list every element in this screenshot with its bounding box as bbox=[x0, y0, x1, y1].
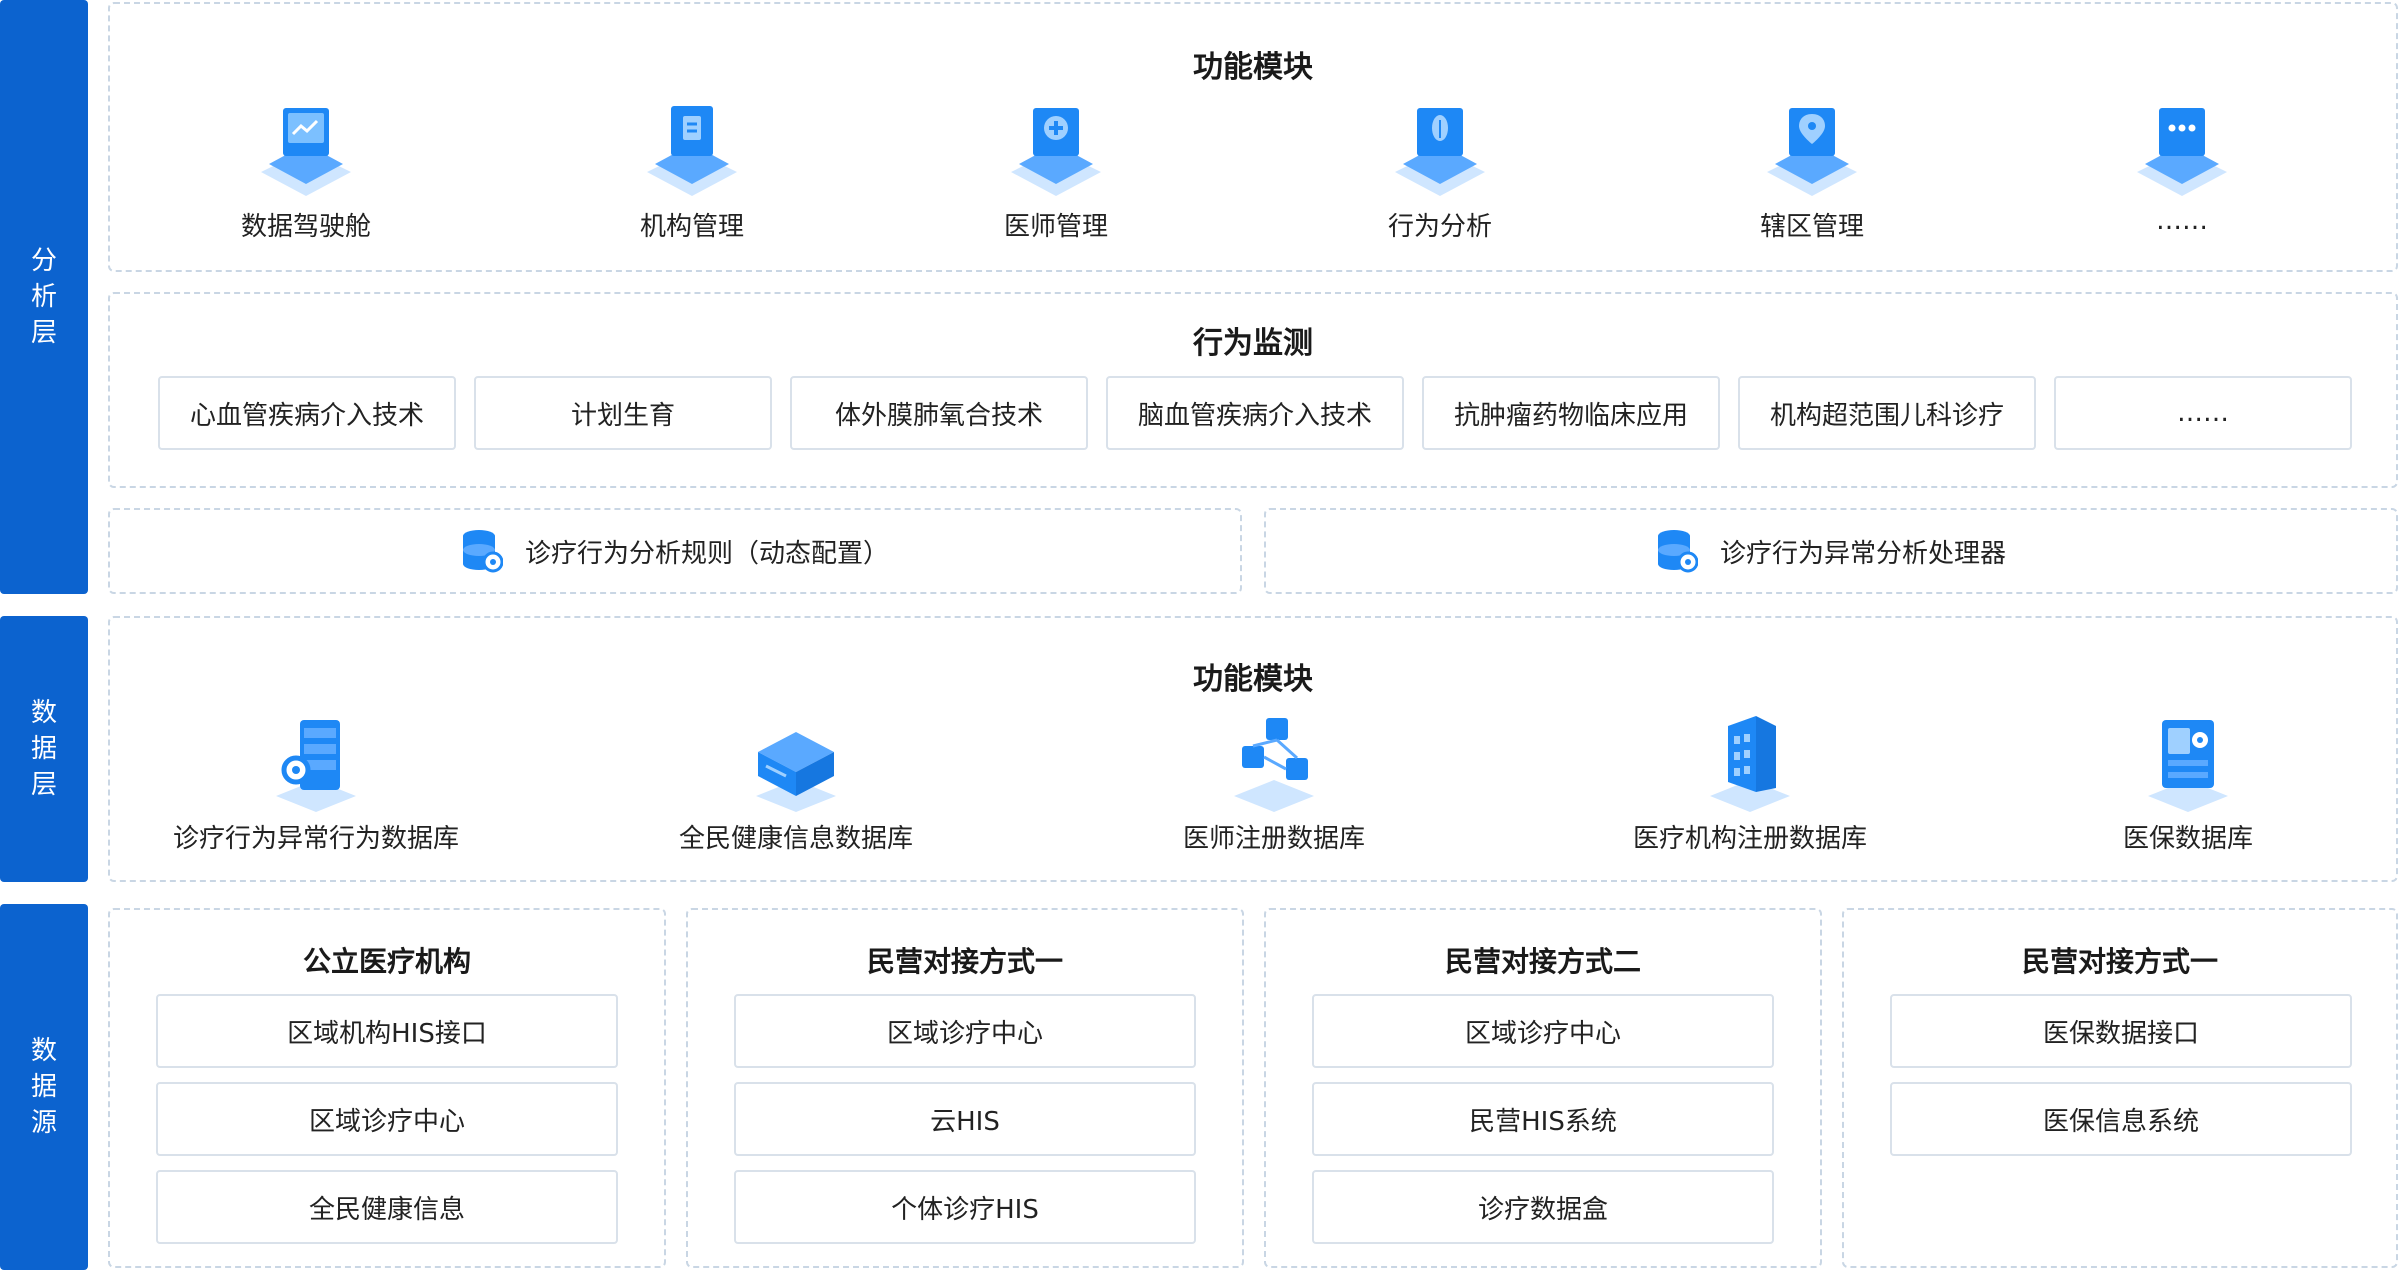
source-title: 公立医疗机构 bbox=[302, 945, 471, 978]
layer-source-label: 数据源 bbox=[30, 1036, 57, 1138]
monitor-item[interactable]: 心血管疾病介入技术 bbox=[158, 376, 456, 450]
analysis-modules-title: 功能模块 bbox=[1193, 50, 1313, 85]
data-layer-panel: 功能模块 诊疗行为异常行为数据库 全民健康信息数据库 bbox=[108, 616, 2398, 882]
behavior-monitor-panel: 行为监测 心血管疾病介入技术 计划生育 体外膜肺氧合技术 脑血管疾病介入技术 抗… bbox=[108, 292, 2398, 488]
monitor-item[interactable]: 体外膜肺氧合技术 bbox=[790, 376, 1088, 450]
anomaly-processor-label: 诊疗行为异常分析处理器 bbox=[1719, 538, 2006, 569]
source-item[interactable]: 云HIS bbox=[734, 1082, 1196, 1156]
module-more[interactable]: …… bbox=[2032, 100, 2332, 236]
layer-data-bar: 数据层 bbox=[0, 616, 88, 882]
db-label: 医师注册数据库 bbox=[1182, 824, 1365, 854]
network-cubes-icon bbox=[1234, 718, 1314, 812]
source-item[interactable]: 个体诊疗HIS bbox=[734, 1170, 1196, 1244]
db-label: 诊疗行为异常行为数据库 bbox=[172, 824, 459, 854]
module-label: 医师管理 bbox=[1003, 212, 1108, 242]
db-label: 医保数据库 bbox=[2122, 824, 2253, 854]
building-icon bbox=[1710, 716, 1790, 812]
module-data-cockpit[interactable]: 数据驾驶舱 bbox=[156, 100, 456, 243]
monitor-item[interactable]: 脑血管疾病介入技术 bbox=[1106, 376, 1404, 450]
monitor-item[interactable]: …… bbox=[2054, 376, 2352, 450]
source-item[interactable]: 民营HIS系统 bbox=[1312, 1082, 1774, 1156]
db-behavior-anomaly[interactable]: 诊疗行为异常行为数据库 bbox=[156, 712, 476, 855]
module-label: 辖区管理 bbox=[1759, 212, 1864, 242]
source-title: 民营对接方式二 bbox=[1444, 945, 1641, 978]
module-district-management[interactable]: 辖区管理 bbox=[1662, 100, 1962, 243]
monitor-item[interactable]: 抗肿瘤药物临床应用 bbox=[1422, 376, 1720, 450]
source-item[interactable]: 区域诊疗中心 bbox=[734, 994, 1196, 1068]
behavior-monitor-title: 行为监测 bbox=[1193, 326, 1313, 361]
module-label: …… bbox=[2156, 206, 2208, 236]
layer-data-label: 数据层 bbox=[30, 698, 57, 800]
module-behavior-analysis[interactable]: 行为分析 bbox=[1290, 100, 1590, 243]
laptop-leaf-icon bbox=[1395, 108, 1485, 196]
db-national-health[interactable]: 全民健康信息数据库 bbox=[636, 712, 956, 855]
source-item[interactable]: 区域诊疗中心 bbox=[1312, 994, 1774, 1068]
source-insurance-panel: 民营对接方式一 医保数据接口 医保信息系统 bbox=[1842, 908, 2398, 1268]
monitor-item[interactable]: 机构超范围儿科诊疗 bbox=[1738, 376, 2036, 450]
laptop-medical-icon bbox=[1011, 108, 1101, 196]
module-org-management[interactable]: 机构管理 bbox=[542, 100, 842, 243]
module-doctor-management[interactable]: 医师管理 bbox=[906, 100, 1206, 243]
laptop-chart-icon bbox=[261, 108, 351, 196]
laptop-more-icon bbox=[2137, 108, 2227, 196]
layer-source-bar: 数据源 bbox=[0, 904, 88, 1270]
module-label: 机构管理 bbox=[639, 212, 744, 242]
source-item[interactable]: 全民健康信息 bbox=[156, 1170, 618, 1244]
source-item[interactable]: 区域机构HIS接口 bbox=[156, 994, 618, 1068]
database-gear-icon bbox=[1657, 530, 1698, 573]
anomaly-processor-panel: 诊疗行为异常分析处理器 bbox=[1264, 508, 2398, 594]
database-gear-icon bbox=[462, 530, 503, 573]
analysis-modules-panel: 功能模块 数据驾驶舱 机构管理 医师管理 bbox=[108, 2, 2398, 272]
analysis-rules-panel: 诊疗行为分析规则（动态配置） bbox=[108, 508, 1242, 594]
source-item[interactable]: 区域诊疗中心 bbox=[156, 1082, 618, 1156]
source-title: 民营对接方式一 bbox=[2021, 945, 2218, 978]
data-layer-title: 功能模块 bbox=[1193, 662, 1313, 697]
monitor-item[interactable]: 计划生育 bbox=[474, 376, 772, 450]
db-label: 医疗机构注册数据库 bbox=[1632, 824, 1867, 854]
db-label: 全民健康信息数据库 bbox=[678, 824, 913, 854]
db-doctor-registry[interactable]: 医师注册数据库 bbox=[1114, 712, 1434, 855]
server-gear-icon bbox=[276, 720, 356, 812]
source-public-panel: 公立医疗机构 区域机构HIS接口 区域诊疗中心 全民健康信息 bbox=[108, 908, 666, 1268]
laptop-location-icon bbox=[1767, 108, 1857, 196]
analysis-rule-label: 诊疗行为分析规则（动态配置） bbox=[524, 538, 889, 569]
layer-analysis-bar: 分析层 bbox=[0, 0, 88, 594]
source-item[interactable]: 医保数据接口 bbox=[1890, 994, 2352, 1068]
server-box-icon bbox=[756, 732, 836, 812]
source-private-two-panel: 民营对接方式二 区域诊疗中心 民营HIS系统 诊疗数据盒 bbox=[1264, 908, 1822, 1268]
db-medical-insurance[interactable]: 医保数据库 bbox=[2038, 712, 2338, 855]
db-institution-registry[interactable]: 医疗机构注册数据库 bbox=[1580, 712, 1920, 855]
layer-analysis-label: 分析层 bbox=[30, 246, 57, 348]
source-private-one-panel: 民营对接方式一 区域诊疗中心 云HIS 个体诊疗HIS bbox=[686, 908, 1244, 1268]
module-label: 数据驾驶舱 bbox=[240, 212, 371, 242]
source-item[interactable]: 医保信息系统 bbox=[1890, 1082, 2352, 1156]
insurance-server-icon bbox=[2148, 720, 2228, 812]
source-item[interactable]: 诊疗数据盒 bbox=[1312, 1170, 1774, 1244]
module-label: 行为分析 bbox=[1387, 212, 1492, 242]
laptop-document-icon bbox=[647, 106, 737, 196]
source-title: 民营对接方式一 bbox=[866, 945, 1063, 978]
